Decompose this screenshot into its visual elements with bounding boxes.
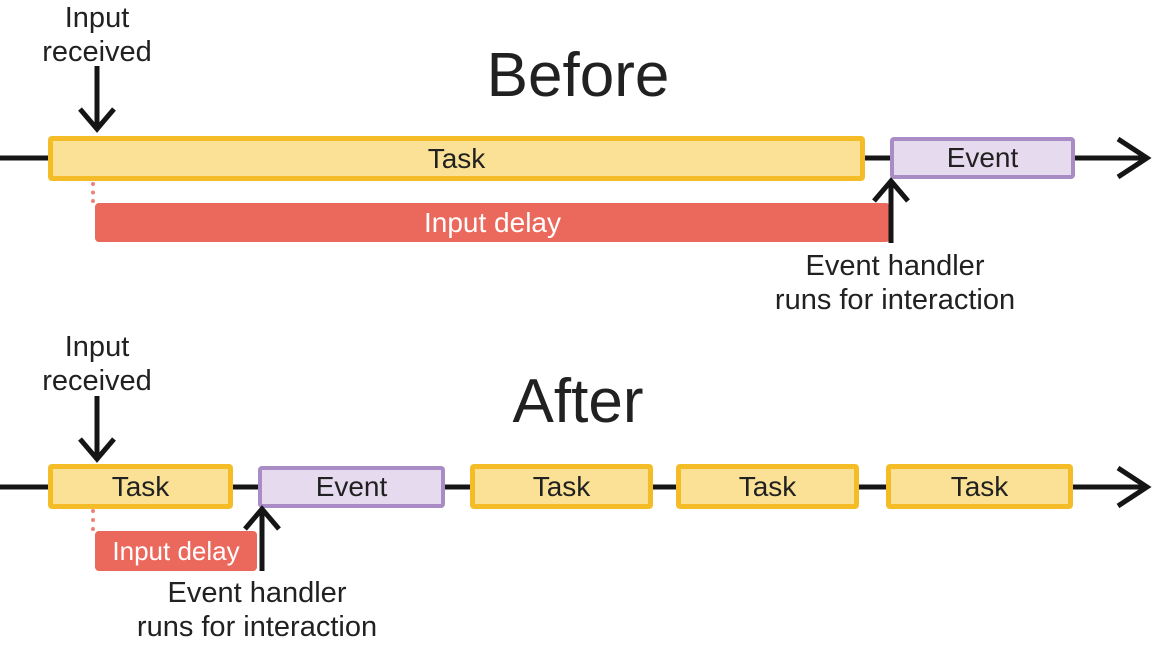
after-input-received-label: Input received <box>42 331 152 397</box>
before-event-handler-label: Event handler runs for interaction <box>774 250 1016 316</box>
before-input-delay-bar: Input delay <box>95 203 890 242</box>
after-task-bar-1: Task <box>48 464 233 509</box>
after-task-bar-4: Task <box>886 464 1073 509</box>
before-task-label: Task <box>427 142 486 174</box>
after-dotted-connector <box>91 509 95 531</box>
after-event-handler-label: Event handler runs for interaction <box>136 577 378 643</box>
after-title: After <box>512 367 644 436</box>
after-event-handler-arrow-icon <box>243 505 281 571</box>
before-event-bar: Event <box>890 137 1075 179</box>
before-task-bar: Task <box>48 136 865 181</box>
after-task-bar-3: Task <box>676 464 859 509</box>
after-input-arrow-icon <box>78 396 116 463</box>
after-task-label-4: Task <box>950 470 1009 502</box>
after-task-label-2: Task <box>532 470 591 502</box>
after-task-label-3: Task <box>738 470 797 502</box>
before-input-delay-label: Input delay <box>424 206 561 238</box>
before-input-arrow-icon <box>78 66 116 133</box>
before-event-handler-arrow-icon <box>872 177 910 243</box>
before-title: Before <box>486 41 670 110</box>
before-dotted-connector <box>91 182 95 203</box>
after-event-label: Event <box>315 471 388 502</box>
after-task-bar-2: Task <box>470 464 653 509</box>
after-event-bar: Event <box>258 466 445 508</box>
before-event-label: Event <box>946 142 1019 173</box>
after-input-delay-label: Input delay <box>112 535 240 566</box>
after-task-label-1: Task <box>111 470 170 502</box>
before-input-received-label: Input received <box>42 2 152 68</box>
after-input-delay-bar: Input delay <box>95 531 257 571</box>
